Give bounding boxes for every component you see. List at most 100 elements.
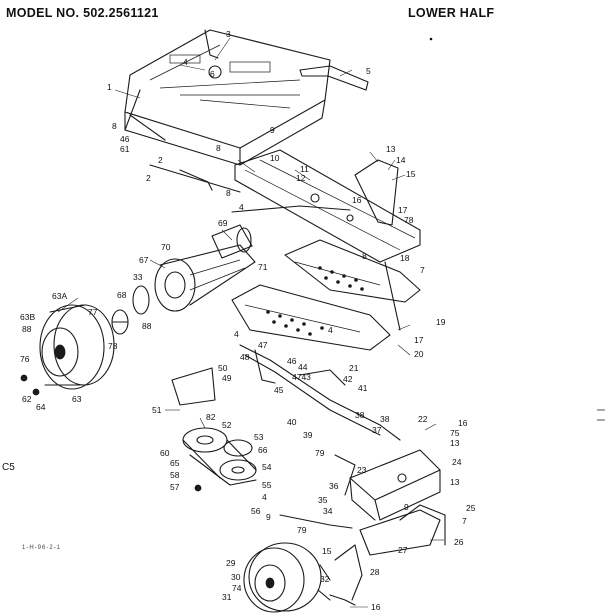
callout-30: 30 [231, 572, 241, 582]
callout-54: 54 [262, 462, 272, 472]
callout-7: 7 [420, 265, 425, 275]
lever-rod [299, 65, 369, 91]
callout-22: 22 [418, 414, 428, 424]
callout-78: 78 [108, 341, 118, 351]
callout-38: 38 [355, 410, 365, 420]
callout-9: 9 [404, 502, 409, 512]
callout-21: 21 [349, 363, 359, 373]
callout-65: 65 [170, 458, 180, 468]
axle-hub-parts [111, 285, 150, 335]
callout-79: 79 [297, 525, 307, 535]
callout-1: 1 [107, 82, 112, 92]
callout-7: 7 [462, 516, 467, 526]
callout-13: 13 [450, 438, 460, 448]
callout-8: 8 [226, 188, 231, 198]
edge-dot [429, 37, 433, 41]
callout-17: 17 [414, 335, 424, 345]
callout-63: 63 [72, 394, 82, 404]
section-title: LOWER HALF [408, 6, 495, 20]
callout-9: 9 [270, 125, 275, 135]
callout-4: 4 [328, 325, 333, 335]
callout-5: 5 [366, 66, 371, 76]
callout-3: 3 [226, 29, 231, 39]
callout-55: 55 [262, 480, 272, 490]
callout-27: 27 [398, 545, 408, 555]
callouts: 1 2 3 4 5 6 8 46 61 8 2 8 9 10 11 12 13 … [20, 29, 476, 612]
callout-17: 17 [398, 205, 408, 215]
callout-2: 2 [146, 173, 151, 183]
chassis-rail [234, 149, 421, 263]
callout-64: 64 [36, 402, 46, 412]
callout-48: 48 [240, 352, 250, 362]
steering-arm [279, 504, 446, 556]
callout-4: 4 [239, 202, 244, 212]
drive-belt-pulleys [182, 427, 257, 492]
callout-47: 47 [258, 340, 268, 350]
transaxle-pulley [154, 224, 256, 312]
callout-88: 88 [22, 324, 32, 334]
callout-44: 44 [298, 362, 308, 372]
callout-16: 16 [458, 418, 468, 428]
callout-41: 41 [358, 383, 368, 393]
callout-75: 75 [450, 428, 460, 438]
callout-82: 82 [206, 412, 216, 422]
model-number: MODEL NO. 502.2561121 [6, 6, 159, 20]
callout-37: 37 [372, 425, 382, 435]
callout-36: 36 [329, 481, 339, 491]
callout-4: 4 [262, 492, 267, 502]
linkage-rod [149, 164, 401, 331]
callout-76: 76 [20, 354, 30, 364]
callout-12: 12 [296, 173, 306, 183]
footrest-plate-upper [284, 239, 421, 303]
callout-4: 4 [183, 57, 188, 67]
footrest-plate-lower [231, 284, 391, 351]
callout-67: 67 [139, 255, 149, 265]
callout-8: 8 [362, 251, 367, 261]
callout-52: 52 [222, 420, 232, 430]
callout-14: 14 [396, 155, 406, 165]
callout-20: 20 [414, 349, 424, 359]
callout-38: 38 [380, 414, 390, 424]
callout-78: 78 [404, 215, 414, 225]
callout-61: 61 [120, 144, 130, 154]
callout-40: 40 [287, 417, 297, 427]
callout-28: 28 [370, 567, 380, 577]
callout-70: 70 [161, 242, 171, 252]
callout-8: 8 [112, 121, 117, 131]
callout-8: 8 [216, 143, 221, 153]
callout-51: 51 [152, 405, 162, 415]
callout-46: 46 [287, 356, 297, 366]
callout-71: 71 [258, 262, 268, 272]
callout-24: 24 [452, 457, 462, 467]
callout-79: 79 [315, 448, 325, 458]
callout-31: 31 [222, 592, 232, 602]
callout-15: 15 [406, 169, 416, 179]
callout-45: 45 [274, 385, 284, 395]
callout-13: 13 [450, 477, 460, 487]
edge-marks [597, 409, 605, 421]
leader-lines [57, 37, 444, 608]
callout-34: 34 [323, 506, 333, 516]
callout-63B: 63B [20, 312, 35, 322]
spindle [329, 544, 363, 606]
callout-32: 32 [320, 574, 330, 584]
frame-plate [124, 29, 331, 166]
footer-code: 1-H-96-2-1 [22, 545, 62, 551]
callout-15: 15 [322, 546, 332, 556]
callout-33: 33 [133, 272, 143, 282]
callout-57: 57 [170, 482, 180, 492]
callout-23: 23 [357, 465, 367, 475]
side-mark: C5 [2, 462, 15, 473]
callout-62: 62 [22, 394, 32, 404]
callout-88: 88 [142, 321, 152, 331]
callout-16: 16 [371, 602, 381, 612]
callout-39: 39 [303, 430, 313, 440]
callout-19: 19 [436, 317, 446, 327]
callout-35: 35 [318, 495, 328, 505]
callout-46: 46 [120, 134, 130, 144]
callout-63A: 63A [52, 291, 67, 301]
rear-wheel [243, 542, 331, 613]
brake-linkage [171, 344, 401, 441]
front-left-wheel [20, 304, 115, 396]
